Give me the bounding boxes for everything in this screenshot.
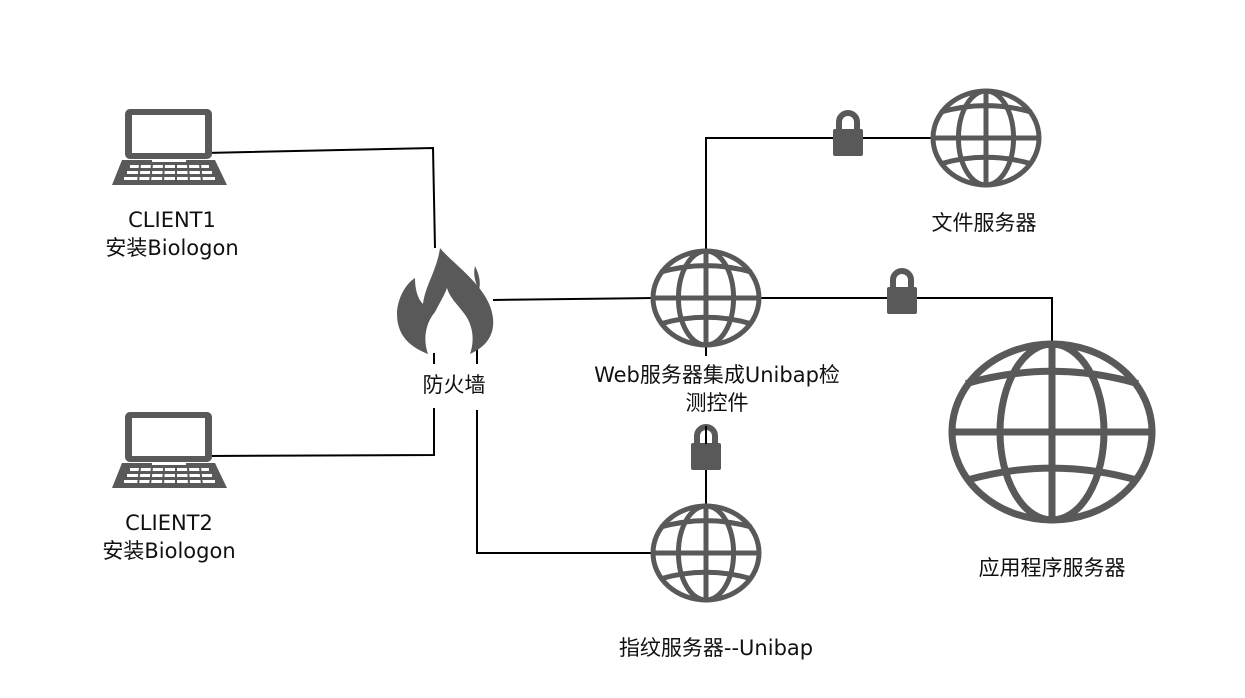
label-line: 安装Biologon bbox=[105, 236, 239, 260]
lock-shackle bbox=[836, 110, 860, 130]
node-label-client2: CLIENT2 安装Biologon bbox=[102, 509, 235, 565]
node-label-app-server: 应用程序服务器 bbox=[979, 554, 1126, 582]
label-line: CLIENT2 bbox=[125, 511, 213, 535]
globe-parallel bbox=[659, 263, 753, 275]
label-line: Web服务器集成Unibap检 bbox=[594, 363, 840, 387]
label-line: CLIENT1 bbox=[128, 208, 216, 232]
node-label-firewall: 防火墙 bbox=[423, 371, 486, 399]
label-line: 应用程序服务器 bbox=[978, 556, 1126, 580]
globe-icon bbox=[930, 88, 1042, 188]
laptop-icon bbox=[112, 109, 227, 185]
fire-icon bbox=[397, 248, 494, 354]
lock-body bbox=[691, 443, 721, 470]
connectors bbox=[204, 137, 1053, 554]
label-line: 指纹服务器--Unibap bbox=[618, 636, 814, 660]
lock-body bbox=[833, 129, 863, 156]
edge-client2-firewall bbox=[204, 408, 435, 457]
edge-client1-firewall bbox=[204, 146, 436, 249]
node-label-fingerprint-server: 指纹服务器--Unibap bbox=[619, 634, 813, 662]
label-line: 测控件 bbox=[685, 391, 749, 415]
lock-body bbox=[887, 287, 917, 314]
node-label-file-server: 文件服务器 bbox=[932, 209, 1037, 237]
globe-parallel bbox=[965, 464, 1139, 484]
globe-parallel bbox=[659, 518, 753, 530]
globe-parallel bbox=[965, 367, 1139, 387]
node-label-client1: CLIENT1 安装Biologon bbox=[105, 206, 238, 262]
edge-firewall-web bbox=[492, 297, 653, 301]
label-line: 防火墙 bbox=[422, 373, 486, 397]
globe-icon bbox=[948, 340, 1156, 524]
lock-icon bbox=[887, 268, 917, 314]
globe-icon bbox=[650, 248, 762, 348]
laptop-icon bbox=[112, 412, 227, 488]
lock-shackle bbox=[890, 268, 914, 288]
globe-parallel bbox=[659, 314, 753, 327]
globe-parallel bbox=[939, 103, 1033, 115]
lock-icon bbox=[833, 110, 863, 156]
edge-firewall-fingerprint bbox=[476, 410, 652, 554]
globe-icon bbox=[650, 503, 762, 603]
globe-parallel bbox=[939, 154, 1033, 167]
label-line: 文件服务器 bbox=[931, 211, 1037, 235]
label-line: 安装Biologon bbox=[102, 539, 236, 563]
node-label-web-server: Web服务器集成Unibap检 测控件 bbox=[594, 361, 840, 417]
globe-parallel bbox=[659, 569, 753, 582]
